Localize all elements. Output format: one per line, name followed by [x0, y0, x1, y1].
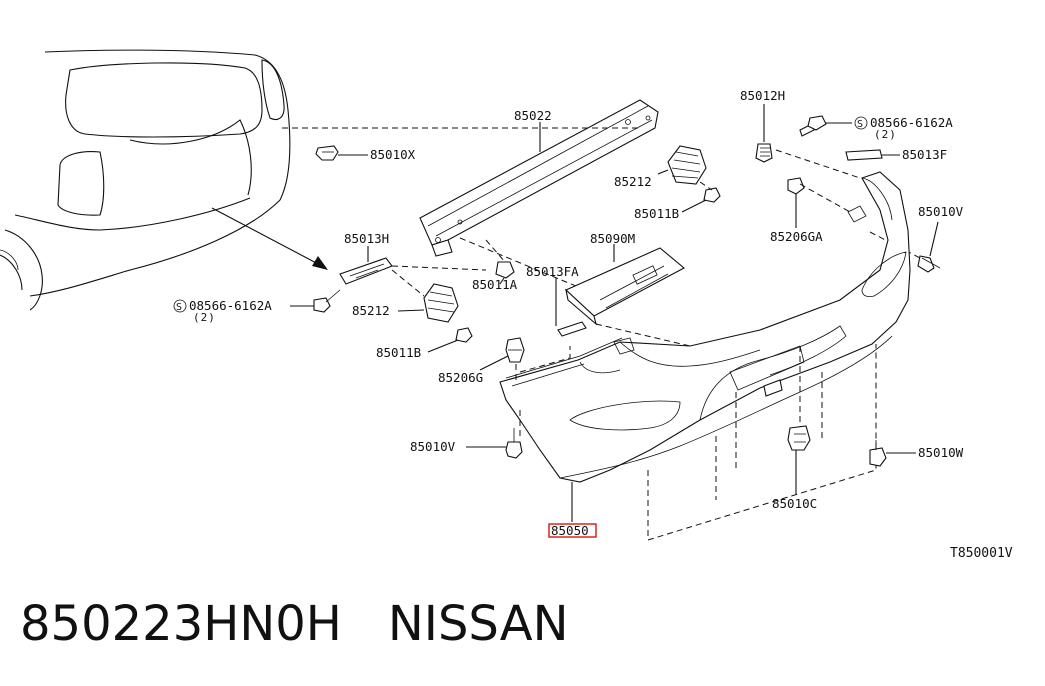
label-85010V-left: 85010V	[410, 439, 456, 454]
nut-85011B-top-icon	[703, 187, 721, 203]
seal-85013FA-icon	[557, 321, 587, 337]
caption: 850223HN0H NISSAN	[20, 596, 569, 652]
brand: NISSAN	[387, 596, 569, 652]
nut-85011A-icon	[495, 261, 515, 279]
vehicle-outline	[0, 49, 291, 311]
label-08566-left: 08566-6162A	[189, 298, 272, 313]
bracket-85212-left-icon	[423, 283, 459, 323]
seal-85013F-icon	[845, 149, 883, 161]
label-85090M: 85090M	[590, 231, 635, 246]
label-85012H: 85012H	[740, 88, 785, 103]
absorber-85090M-icon	[565, 247, 685, 326]
bolt-85010V-left-icon	[505, 428, 523, 459]
nut-85011B-left-icon	[455, 327, 473, 343]
clip-85012H-icon	[755, 143, 773, 163]
leader-85206G	[479, 355, 509, 371]
dash-d	[775, 149, 861, 179]
screw-right-icon	[799, 115, 827, 137]
dash-e	[699, 181, 713, 191]
bolt-85010V-right-icon	[917, 255, 941, 273]
dash-c	[485, 239, 506, 263]
label-85011B-top: 85011B	[634, 206, 679, 221]
bracket-85212-top-icon	[667, 145, 707, 185]
label-85206GA: 85206GA	[770, 229, 823, 244]
clip-85010C-icon	[787, 425, 811, 451]
dash-i	[595, 323, 691, 347]
label-85050: 85050	[551, 523, 589, 538]
dash-b	[459, 237, 601, 297]
s-symbol-right	[854, 116, 868, 130]
s-letter-right: S	[857, 119, 863, 130]
dash-l	[519, 346, 571, 373]
pin-85206GA-icon	[787, 177, 805, 195]
label-08566-left-qty: (2)	[193, 311, 216, 324]
label-85212-top: 85212	[614, 174, 652, 189]
indicator-arrow	[211, 207, 328, 270]
label-85013F: 85013F	[902, 147, 947, 162]
label-85011B-left: 85011B	[376, 345, 421, 360]
leader-85011B-left	[427, 339, 459, 353]
label-85022: 85022	[514, 108, 552, 123]
bolt-85010W-icon	[869, 440, 887, 467]
leader-85212-top	[657, 169, 669, 175]
dash-f	[799, 183, 851, 213]
dash-j	[391, 269, 425, 297]
clip-85010X-icon	[315, 145, 339, 161]
highlight-box	[548, 523, 597, 538]
bumper-fascia	[499, 171, 911, 483]
reinforcement-85022	[419, 99, 659, 257]
label-08566-right: 08566-6162A	[870, 115, 953, 130]
leader-85011A	[499, 277, 505, 285]
label-85010W: 85010W	[918, 445, 964, 460]
dash-h	[391, 265, 487, 271]
pin-85206G-icon	[505, 337, 525, 363]
diagram-code: T850001V	[950, 546, 1013, 561]
part-number: 850223HN0H	[20, 596, 342, 652]
s-letter-left: S	[176, 302, 182, 313]
leader-85212-left	[397, 309, 425, 312]
label-85212-left: 85212	[352, 303, 390, 318]
leader-85011B-top	[681, 199, 707, 213]
label-85013FA: 85013FA	[526, 264, 579, 279]
label-85013H: 85013H	[344, 231, 389, 246]
s-symbol-left	[173, 299, 187, 313]
dash-q	[647, 344, 877, 541]
label-85010V-right: 85010V	[918, 204, 964, 219]
label-08566-right-qty: (2)	[874, 128, 897, 141]
label-85010X: 85010X	[370, 147, 416, 162]
screw-left-icon	[313, 289, 341, 313]
label-85011A: 85011A	[472, 277, 518, 292]
label-85010C: 85010C	[772, 496, 817, 511]
bracket-85013H-icon	[339, 257, 393, 285]
label-85206G: 85206G	[438, 370, 483, 385]
leader-85010V-right	[929, 221, 939, 257]
